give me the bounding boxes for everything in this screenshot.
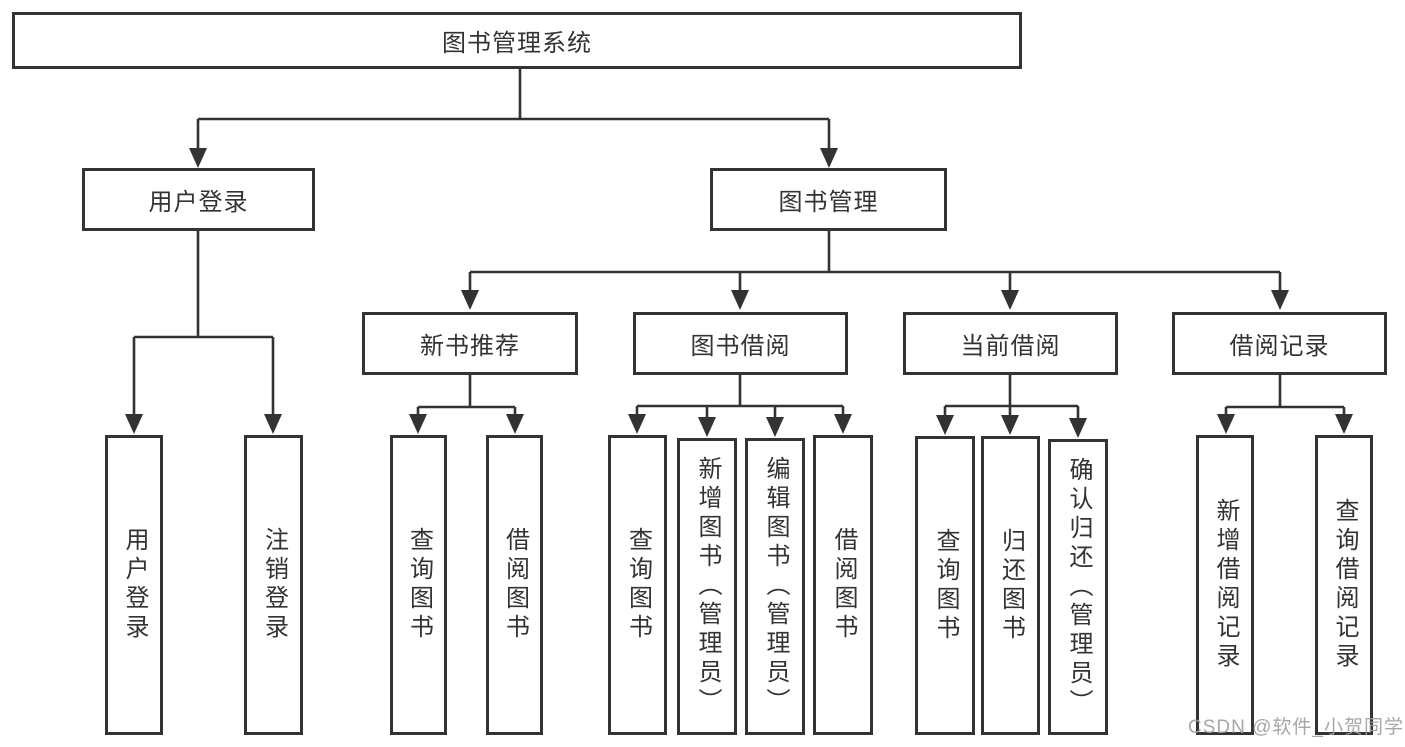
leaf-label: 查询借阅记录 xyxy=(1331,498,1358,672)
leaf-edit-books-admin: 编辑图书（管理员） xyxy=(745,438,805,735)
node-library-management-system: 图书管理系统 xyxy=(12,12,1022,69)
leaf-label: 编辑图书（管理员） xyxy=(762,456,789,717)
leaf-borrow-books-recommend: 借阅图书 xyxy=(486,435,543,735)
node-label: 借阅记录 xyxy=(1229,333,1330,360)
node-label: 新书推荐 xyxy=(420,333,520,360)
leaf-query-books-current: 查询图书 xyxy=(915,436,975,735)
leaf-label: 确认归还（管理员） xyxy=(1065,456,1092,718)
node-label: 当前借阅 xyxy=(960,333,1061,360)
watermark: CSDN @软件_小贺同学 xyxy=(1188,717,1404,738)
node-user-login: 用户登录 xyxy=(82,168,315,231)
node-label: 图书管理 xyxy=(778,189,879,216)
node-label: 用户登录 xyxy=(148,189,249,216)
arrow-down-icons xyxy=(125,148,1353,438)
leaf-label: 注销登录 xyxy=(260,527,288,643)
leaf-borrow-books: 借阅图书 xyxy=(813,435,873,735)
leaf-label: 用户登录 xyxy=(121,527,148,643)
leaf-label: 新增借阅记录 xyxy=(1212,498,1239,672)
leaf-confirm-return-admin: 确认归还（管理员） xyxy=(1048,439,1108,735)
leaf-query-books-borrow: 查询图书 xyxy=(608,435,667,735)
leaf-label: 新增图书（管理员） xyxy=(694,456,721,717)
leaf-user-login: 用户登录 xyxy=(105,435,163,735)
leaf-label: 归还图书 xyxy=(997,527,1025,644)
leaf-label: 借阅图书 xyxy=(830,527,857,643)
leaf-add-books-admin: 新增图书（管理员） xyxy=(677,438,737,735)
leaf-label: 查询图书 xyxy=(405,527,433,643)
leaf-label: 借阅图书 xyxy=(501,527,529,643)
node-borrow-records: 借阅记录 xyxy=(1172,312,1387,375)
node-label: 图书管理系统 xyxy=(442,30,592,57)
node-label: 图书借阅 xyxy=(690,333,791,360)
leaf-query-books-recommend: 查询图书 xyxy=(390,435,447,735)
leaf-logout: 注销登录 xyxy=(244,435,303,735)
leaf-return-books: 归还图书 xyxy=(981,436,1040,735)
leaf-label: 查询图书 xyxy=(932,527,959,644)
leaf-add-borrow-record: 新增借阅记录 xyxy=(1196,435,1254,735)
node-new-book-recommend: 新书推荐 xyxy=(362,312,578,375)
node-book-borrow: 图书借阅 xyxy=(633,312,848,375)
leaf-query-borrow-record: 查询借阅记录 xyxy=(1315,435,1373,735)
node-current-borrow: 当前借阅 xyxy=(903,312,1118,375)
node-book-management: 图书管理 xyxy=(710,168,947,231)
leaf-label: 查询图书 xyxy=(624,527,652,643)
